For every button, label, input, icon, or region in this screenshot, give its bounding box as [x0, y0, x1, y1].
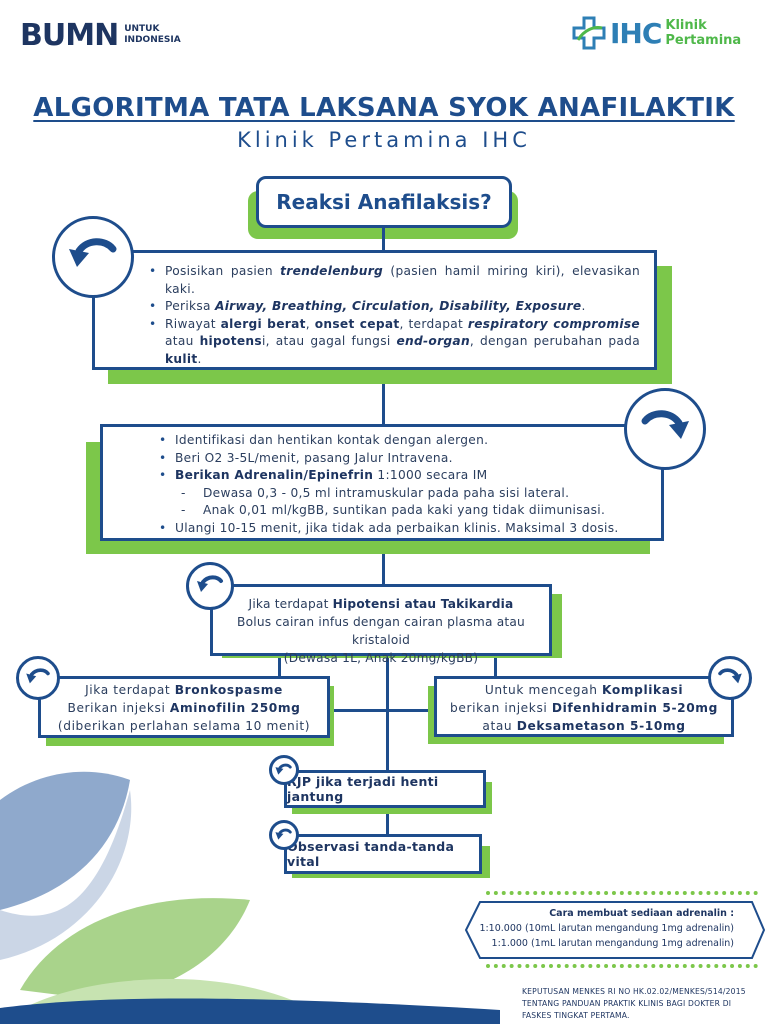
right-line-1: Untuk mencegah Komplikasi	[484, 683, 684, 697]
step1-arrow-circle	[52, 216, 134, 298]
adrenalin-note-frame	[464, 901, 766, 959]
left-line-1: Jika terdapat Bronkospasme	[85, 683, 283, 697]
page-title: ALGORITMA TATA LAKSANA SYOK ANAFILAKTIK	[33, 93, 735, 123]
right-box: Untuk mencegah Komplikasi berikan injeks…	[434, 676, 734, 737]
step2-item-2: Beri O2 3-5L/menit, pasang Jalur Intrave…	[159, 450, 647, 468]
step3-line-2: Bolus cairan infus dengan cairan plasma …	[237, 615, 525, 647]
left-line-3: (diberikan perlahan selama 10 menit)	[57, 719, 311, 733]
step2-item-1: Identifikasi dan hentikan kontak dengan …	[159, 432, 647, 450]
step2-arrow-circle	[624, 388, 706, 470]
step2-item-4: Ulangi 10-15 menit, jika tidak ada perba…	[159, 520, 647, 538]
step2-dash-1: Dewasa 0,3 - 0,5 ml intramuskular pada p…	[175, 485, 647, 503]
adrenalin-note-title: Cara membuat sediaan adrenalin :	[549, 908, 734, 919]
connector-7	[330, 709, 434, 712]
step1-item-2: Periksa Airway, Breathing, Circulation, …	[149, 298, 640, 316]
dotted-divider-top	[486, 891, 758, 895]
step3-line-3: (Dewasa 1L, Anak 20mg/kgBB)	[283, 651, 479, 665]
page-subtitle: Klinik Pertamina IHC	[237, 128, 531, 152]
step2-item-3: Berikan Adrenalin/Epinefrin 1:1000 secar…	[159, 467, 647, 485]
adrenalin-note-line-2: 1:1.000 (1mL larutan mengandung 1mg adre…	[491, 938, 734, 949]
footer-line-2: TENTANG PANDUAN PRAKTIK KLINIS BAGI DOKT…	[522, 999, 732, 1008]
connector-3	[382, 540, 385, 586]
bumn-logo: BUMN UNTUK INDONESIA	[20, 17, 181, 53]
connector-5	[494, 654, 497, 678]
adrenalin-note: Cara membuat sediaan adrenalin : 1:10.00…	[472, 906, 734, 951]
curved-arrow-icon	[275, 828, 292, 840]
step1-box: Posisikan pasien trendelenburg (pasien h…	[92, 250, 657, 370]
bumn-logo-sub1: UNTUK	[124, 24, 160, 34]
step1-item-1: Posisikan pasien trendelenburg (pasien h…	[149, 263, 640, 298]
curved-arrow-icon	[69, 238, 117, 267]
left-line-2: Berikan injeksi Aminofilin 250mg	[67, 701, 301, 715]
step3-arrow-circle	[186, 562, 234, 610]
bumn-logo-mark: BUMN	[20, 17, 119, 53]
right-line-2: berikan injeksi Difenhidramin 5-20mg	[450, 701, 718, 715]
step3-line-1: Jika terdapat Hipotensi atau Takikardia	[248, 597, 514, 611]
rjp-box: RJP jika terjadi henti jantung	[284, 770, 486, 808]
step3-box: Jika terdapat Hipotensi atau Takikardia …	[210, 584, 552, 665]
observasi-text: Observasi tanda-tanda vital	[287, 839, 455, 869]
dotted-divider-bottom	[486, 964, 758, 968]
left-box: Jika terdapat Bronkospasme Berikan injek…	[38, 676, 330, 738]
rjp-text: RJP jika terjadi henti jantung	[287, 774, 439, 804]
bumn-logo-sub2: INDONESIA	[124, 35, 181, 45]
curved-arrow-icon	[26, 668, 50, 684]
adrenalin-note-line-1: 1:10.000 (10mL larutan mengandung 1mg ad…	[479, 923, 734, 934]
right-line-3: atau Deksametason 5-10mg	[482, 719, 686, 733]
right-arrow-circle	[708, 656, 752, 700]
left-arrow-circle	[16, 656, 60, 700]
footer-reference: KEPUTUSAN MENKES RI NO HK.02.02/MENKES/5…	[522, 986, 762, 1022]
footer-line-1: KEPUTUSAN MENKES RI NO HK.02.02/MENKES/5…	[522, 987, 746, 996]
curved-arrow-icon	[197, 575, 223, 592]
ihc-logo-text: IHC	[610, 16, 662, 50]
curved-arrow-icon	[275, 763, 292, 775]
curved-arrow-icon	[718, 668, 742, 684]
rjp-arrow-circle	[269, 755, 299, 785]
footer-line-3: FASKES TINGKAT PERTAMA.	[522, 1011, 630, 1020]
observasi-box: Observasi tanda-tanda vital	[284, 834, 482, 874]
ihc-logo-sub1: Klinik	[665, 18, 707, 33]
question-text: Reaksi Anafilaksis?	[276, 190, 492, 214]
step2-dash-2: Anak 0,01 ml/kgBB, suntikan pada kaki ya…	[175, 502, 647, 520]
connector-2	[382, 368, 385, 426]
ihc-cross-icon	[572, 16, 606, 50]
curved-arrow-icon	[641, 410, 689, 439]
connector-6	[386, 654, 389, 866]
decorative-leaves	[0, 771, 500, 1024]
question-box: Reaksi Anafilaksis?	[256, 176, 512, 228]
connector-1	[382, 228, 385, 252]
step2-box: Identifikasi dan hentikan kontak dengan …	[100, 424, 664, 541]
connector-4	[278, 654, 281, 678]
step1-item-3: Riwayat alergi berat, onset cepat, terda…	[149, 316, 640, 369]
ihc-logo: IHC Klinik Pertamina	[572, 12, 741, 54]
observasi-arrow-circle	[269, 820, 299, 850]
ihc-logo-sub2: Pertamina	[665, 33, 742, 48]
